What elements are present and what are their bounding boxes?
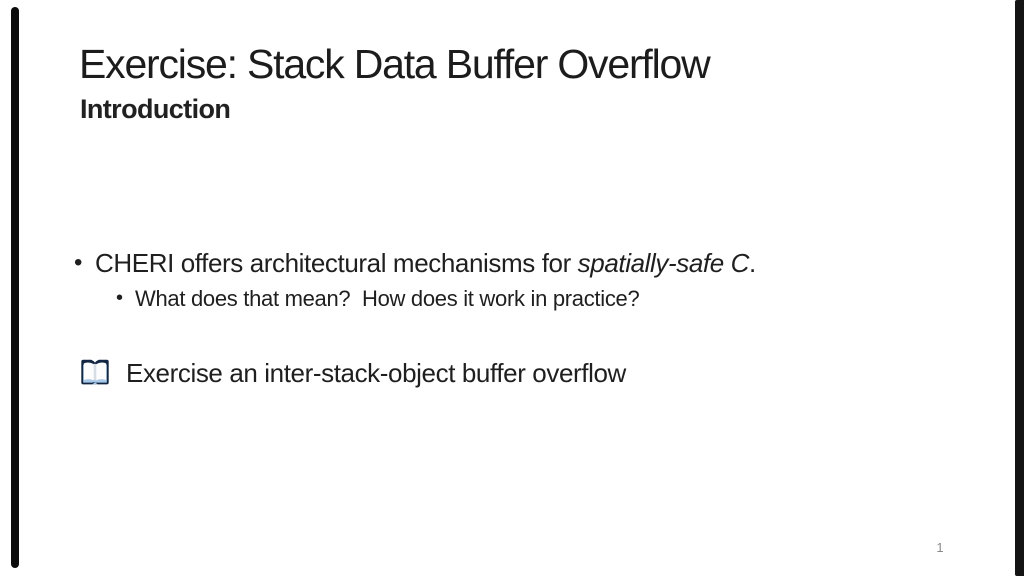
slide-title: Exercise: Stack Data Buffer Overflow <box>79 41 711 87</box>
sub-bullet-item-question: • What does that mean? How does it work … <box>116 286 640 312</box>
exercise-line: Exercise an inter-stack-object buffer ov… <box>78 355 626 391</box>
bullet-item-cheri: • CHERI offers architectural mechanisms … <box>74 248 756 279</box>
pen-annotation-right-bar <box>1015 0 1024 576</box>
sub-bullet-text: What does that mean? How does it work in… <box>135 286 640 311</box>
page-number: 1 <box>936 540 944 555</box>
bullet-marker: • <box>74 249 83 276</box>
bullet-text-prefix: CHERI offers architectural mechanisms fo… <box>95 248 578 278</box>
exercise-text: Exercise an inter-stack-object buffer ov… <box>126 357 626 388</box>
open-book-icon <box>81 359 109 385</box>
sub-bullet-marker: • <box>116 287 123 309</box>
bullet-text-suffix: . <box>749 248 756 278</box>
bullet-text: CHERI offers architectural mechanisms fo… <box>95 248 756 279</box>
bullet-text-emphasis: spatially-safe C <box>577 248 750 278</box>
pen-annotation-left-bar <box>11 7 19 568</box>
slide-subtitle: Introduction <box>80 94 231 124</box>
